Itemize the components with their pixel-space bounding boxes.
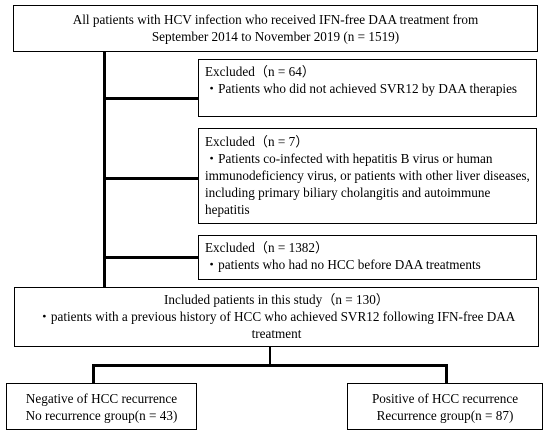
included-text: ・patients with a previous history of HCC… (37, 309, 516, 341)
connector-branch-horizontal (92, 364, 447, 367)
connector-main-vertical (103, 52, 106, 287)
excluded-3-text: ・patients who had no HCC before DAA trea… (205, 257, 481, 272)
excluded-3-header: Excluded（n = 1382） (205, 240, 329, 255)
connector-to-positive (445, 364, 448, 383)
connector-to-excluded-2 (103, 177, 198, 180)
excluded-box-2: Excluded（n = 7） ・Patients co-infected wi… (198, 128, 537, 224)
negative-line-2: No recurrence group(n = 43) (25, 408, 178, 423)
excluded-box-1: Excluded（n = 64） ・Patients who did not a… (198, 59, 537, 117)
excluded-box-3: Excluded（n = 1382） ・patients who had no … (198, 235, 537, 280)
negative-line-1: Negative of HCC recurrence (25, 391, 178, 406)
connector-to-negative (92, 364, 95, 383)
connector-to-excluded-1 (103, 97, 198, 100)
all-patients-line-2: September 2014 to November 2019 (n = 151… (151, 29, 400, 44)
all-patients-box: All patients with HCV infection who rece… (13, 5, 538, 52)
positive-line-2: Recurrence group(n = 87) (376, 408, 514, 423)
excluded-1-header: Excluded（n = 64） (205, 64, 315, 79)
positive-line-1: Positive of HCC recurrence (371, 391, 519, 406)
excluded-1-text: ・Patients who did not achieved SVR12 by … (205, 81, 518, 96)
included-header: Included patients in this study（n = 130） (163, 292, 389, 307)
all-patients-line-1: All patients with HCV infection who rece… (72, 12, 479, 27)
excluded-2-header: Excluded（n = 7） (205, 134, 309, 149)
excluded-2-text: ・Patients co-infected with hepatitis B v… (205, 151, 530, 217)
recurrence-group-box: Positive of HCC recurrence Recurrence gr… (347, 383, 543, 430)
no-recurrence-group-box: Negative of HCC recurrence No recurrence… (6, 383, 197, 430)
connector-included-down (269, 347, 271, 365)
included-patients-box: Included patients in this study（n = 130）… (14, 287, 539, 347)
connector-to-excluded-3 (103, 256, 198, 259)
